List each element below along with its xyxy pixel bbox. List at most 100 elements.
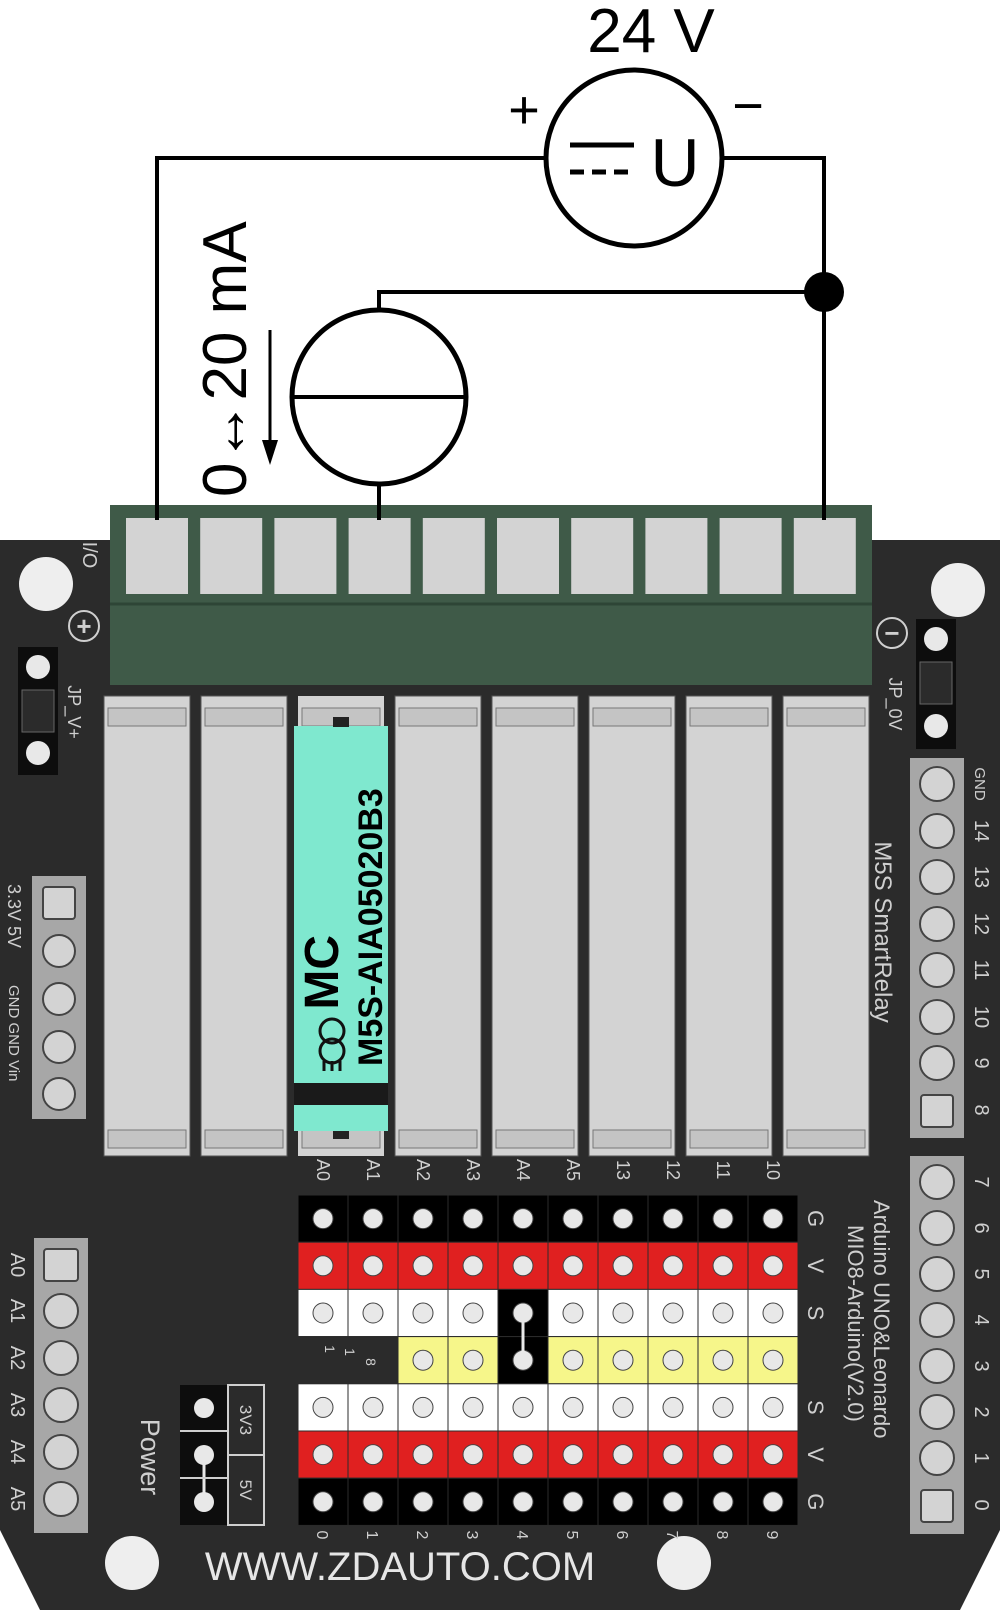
analog-label-a4: A4	[6, 1440, 28, 1464]
header-pin[interactable]	[662, 1396, 684, 1418]
analog-label-a1: A1	[6, 1299, 28, 1323]
header-pin[interactable]	[712, 1302, 734, 1324]
relay-2[interactable]	[200, 695, 288, 1157]
header-pin[interactable]	[412, 1349, 434, 1371]
header-pin[interactable]	[462, 1302, 484, 1324]
header-pin[interactable]	[462, 1444, 484, 1466]
header-pin[interactable]	[312, 1208, 334, 1230]
header-pin[interactable]	[512, 1396, 534, 1418]
header-pin[interactable]	[662, 1302, 684, 1324]
header-pin[interactable]	[612, 1396, 634, 1418]
module-dark-band	[294, 1083, 388, 1105]
header-pin[interactable]	[412, 1444, 434, 1466]
header-pin[interactable]	[412, 1208, 434, 1230]
jp-vplus-jumper[interactable]	[18, 647, 58, 775]
header-pin[interactable]	[412, 1255, 434, 1277]
header-pin[interactable]	[562, 1255, 584, 1277]
header-pin[interactable]	[362, 1255, 384, 1277]
header-pin[interactable]	[512, 1255, 534, 1277]
terminal-screw-9[interactable]	[719, 518, 782, 594]
terminal-screw-7[interactable]	[571, 518, 634, 594]
m5s-analog-module[interactable]: MC M5S-AIA05020B3	[294, 717, 390, 1139]
relay-1[interactable]	[103, 695, 191, 1157]
header-pin[interactable]	[662, 1208, 684, 1230]
header-pin[interactable]	[562, 1491, 584, 1513]
header-pin[interactable]	[512, 1208, 534, 1230]
header-pin[interactable]	[412, 1491, 434, 1513]
header-pin[interactable]	[462, 1396, 484, 1418]
header-pin[interactable]	[612, 1349, 634, 1371]
header-pin[interactable]	[512, 1491, 534, 1513]
relay-6[interactable]	[588, 695, 676, 1157]
row-label: V	[803, 1447, 828, 1462]
terminal-screw-2[interactable]	[200, 518, 263, 594]
header-pin[interactable]	[462, 1491, 484, 1513]
header-pin[interactable]	[462, 1349, 484, 1371]
header-pin[interactable]	[362, 1396, 384, 1418]
jumper-digit-1a: 1	[322, 1345, 338, 1353]
header-pin[interactable]	[762, 1255, 784, 1277]
terminal-screw-10[interactable]	[793, 518, 856, 594]
header-pin[interactable]	[312, 1255, 334, 1277]
header-pin[interactable]	[762, 1444, 784, 1466]
header-pin[interactable]	[562, 1349, 584, 1371]
header-pin[interactable]	[712, 1396, 734, 1418]
header-pin[interactable]	[562, 1444, 584, 1466]
terminal-screw-5[interactable]	[422, 518, 485, 594]
power-header-label-bottom: GND GND Vin	[5, 985, 22, 1081]
terminal-screw-3[interactable]	[274, 518, 337, 594]
header-pin[interactable]	[362, 1302, 384, 1324]
header-pin[interactable]	[762, 1349, 784, 1371]
header-pin[interactable]	[612, 1208, 634, 1230]
header-pin[interactable]	[562, 1396, 584, 1418]
header-pin[interactable]	[612, 1302, 634, 1324]
minus-marker-circle	[876, 617, 908, 649]
header-pin[interactable]	[612, 1491, 634, 1513]
header-pin[interactable]	[462, 1208, 484, 1230]
header-pin[interactable]	[762, 1491, 784, 1513]
header-pin[interactable]	[562, 1302, 584, 1324]
header-pin[interactable]	[612, 1444, 634, 1466]
header-pin[interactable]	[712, 1349, 734, 1371]
header-pin[interactable]	[412, 1396, 434, 1418]
header-pin[interactable]	[412, 1302, 434, 1324]
relay-4[interactable]	[394, 695, 482, 1157]
header-pin[interactable]	[562, 1208, 584, 1230]
digital-header-upper	[910, 758, 964, 1138]
bottom-column-label: 2	[413, 1531, 430, 1540]
header-pin[interactable]	[312, 1491, 334, 1513]
header-pin[interactable]	[662, 1349, 684, 1371]
header-pin[interactable]	[512, 1444, 534, 1466]
jp-0v-jumper[interactable]	[916, 619, 956, 749]
header-pin[interactable]	[462, 1255, 484, 1277]
relay-5[interactable]	[491, 695, 579, 1157]
header-pin[interactable]	[362, 1208, 384, 1230]
header-pin[interactable]	[362, 1444, 384, 1466]
header-pin[interactable]	[712, 1208, 734, 1230]
pin-label-5: 5	[970, 1268, 992, 1279]
header-pin[interactable]	[762, 1302, 784, 1324]
power-jumper[interactable]	[180, 1385, 228, 1525]
terminal-screw-4[interactable]	[348, 518, 411, 594]
header-pin[interactable]	[362, 1491, 384, 1513]
header-pin[interactable]	[762, 1208, 784, 1230]
header-pin[interactable]	[312, 1396, 334, 1418]
header-pin[interactable]	[612, 1255, 634, 1277]
terminal-screw-1[interactable]	[126, 518, 188, 594]
terminal-screw-8[interactable]	[645, 518, 708, 594]
header-pin[interactable]	[662, 1255, 684, 1277]
relay-8[interactable]	[782, 695, 870, 1157]
pin-label-12: 12	[970, 913, 992, 935]
relay-7[interactable]	[685, 695, 773, 1157]
header-pin[interactable]	[662, 1491, 684, 1513]
header-pin[interactable]	[712, 1444, 734, 1466]
header-pin[interactable]	[662, 1444, 684, 1466]
header-pin[interactable]	[312, 1302, 334, 1324]
header-pin[interactable]	[712, 1491, 734, 1513]
header-pin[interactable]	[762, 1396, 784, 1418]
terminal-screw-6[interactable]	[497, 518, 559, 594]
pin-label-1: 1	[970, 1452, 992, 1463]
header-pin[interactable]	[712, 1255, 734, 1277]
header-pin[interactable]	[312, 1444, 334, 1466]
